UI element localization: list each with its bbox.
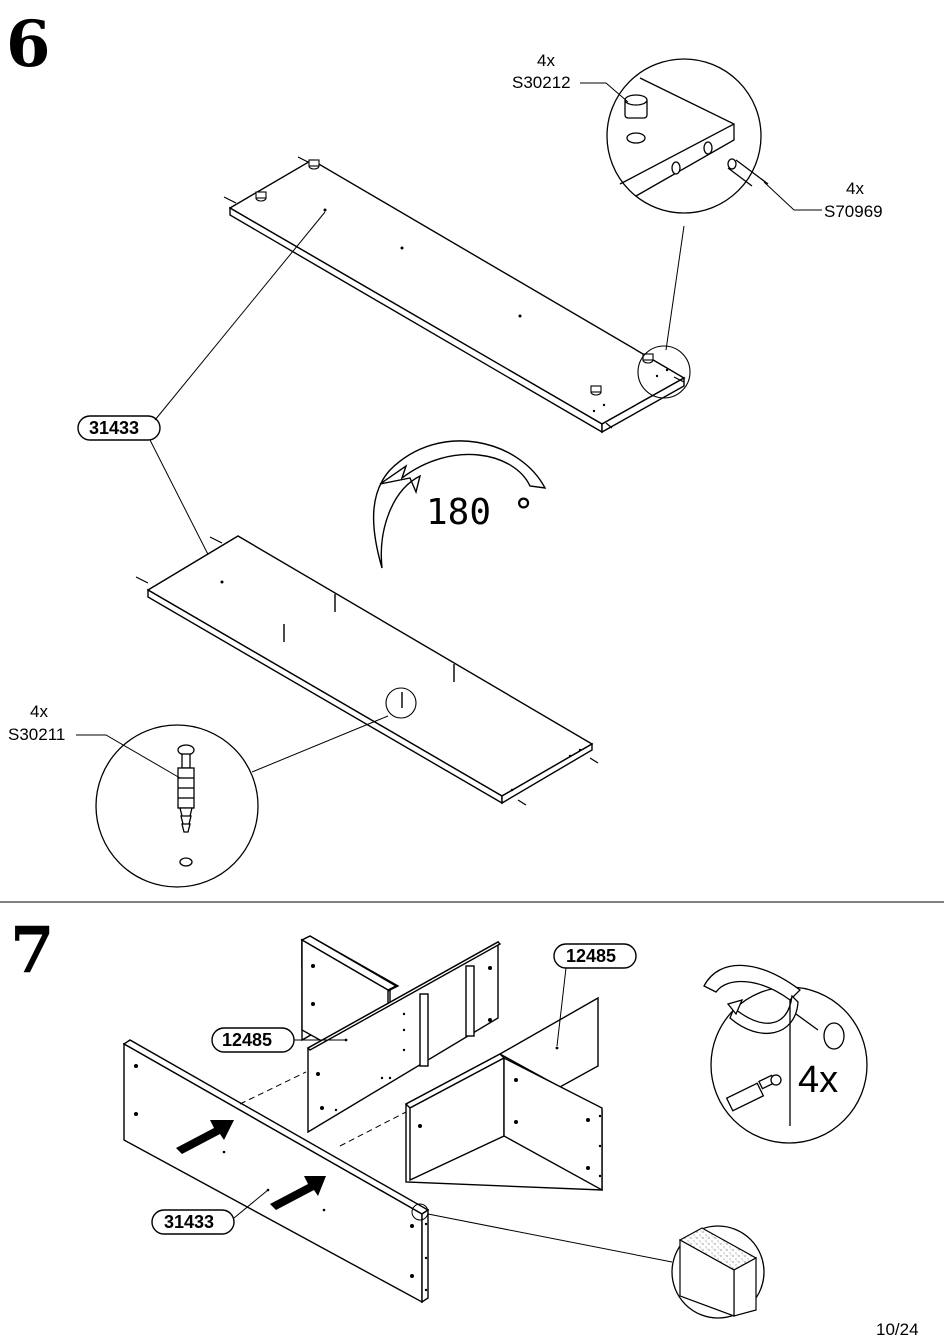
label-12485-left: 12485 xyxy=(222,1030,272,1050)
panel-12485-right xyxy=(404,996,603,1192)
code-s30211: S30211 xyxy=(8,725,65,744)
edge-banding-detail xyxy=(678,1227,758,1317)
leader-31433-step7 xyxy=(233,1189,269,1219)
top-panel-dowels xyxy=(223,156,685,429)
step-number-7: 7 xyxy=(10,913,55,988)
divider-panel-12485 xyxy=(300,935,502,1134)
focus-circle-bolt xyxy=(385,687,417,719)
bottom-panel-holes xyxy=(220,580,582,792)
panel-31433-bottom xyxy=(146,535,594,805)
qty-s30212: 4x xyxy=(537,51,555,70)
detail-cam-lock-contents xyxy=(619,77,769,197)
leader-edge-detail xyxy=(427,1213,673,1263)
label-pill-31433-step6 xyxy=(77,415,161,441)
leader-31433-a xyxy=(154,211,326,421)
screwdriver-icon xyxy=(703,964,845,1126)
right-divider-holes xyxy=(418,1046,602,1178)
label-pill-31433-step7 xyxy=(151,1209,235,1235)
panel-31433-front xyxy=(122,1039,430,1304)
detail-circle-cam-bolt xyxy=(95,724,259,888)
step-number-6: 6 xyxy=(6,7,51,82)
rotate-arrow-icon xyxy=(372,440,547,569)
qty-s30211: 4x xyxy=(30,702,48,721)
leader-s30212 xyxy=(580,82,629,103)
panel-31433-top xyxy=(228,159,686,434)
label-pill-12485-right xyxy=(553,943,637,969)
page-number: 10/24 xyxy=(876,1320,919,1339)
label-31433-step6: 31433 xyxy=(89,418,139,438)
rotation-label: 180 ° xyxy=(426,492,534,533)
qty-s70969: 4x xyxy=(846,179,864,198)
qty-screws: 4x xyxy=(798,1059,838,1101)
front-panel-holes xyxy=(134,1064,428,1292)
focus-circle-edge xyxy=(411,1203,429,1221)
cam-bolt-icon xyxy=(177,744,195,867)
top-panel-holes xyxy=(323,208,669,413)
divider-rails xyxy=(419,965,475,1067)
leader-12485-right xyxy=(556,967,567,1047)
leader-to-detail xyxy=(665,225,685,351)
leader-bolt-detail xyxy=(251,715,389,773)
push-arrow-icons xyxy=(176,1120,326,1210)
label-12485-right: 12485 xyxy=(566,946,616,966)
divider-holes xyxy=(311,964,492,1112)
bottom-panel-bolts xyxy=(283,594,455,708)
top-panel-cams xyxy=(255,159,654,396)
alignment-dashes xyxy=(239,1071,407,1147)
leader-s70969 xyxy=(763,181,822,211)
label-31433-step7: 31433 xyxy=(164,1212,214,1232)
code-s30212: S30212 xyxy=(512,73,571,92)
leader-s30211 xyxy=(76,734,181,779)
bottom-panel-dowels xyxy=(135,536,599,806)
code-s70969: S70969 xyxy=(824,202,883,221)
focus-circle-corner xyxy=(637,345,691,399)
